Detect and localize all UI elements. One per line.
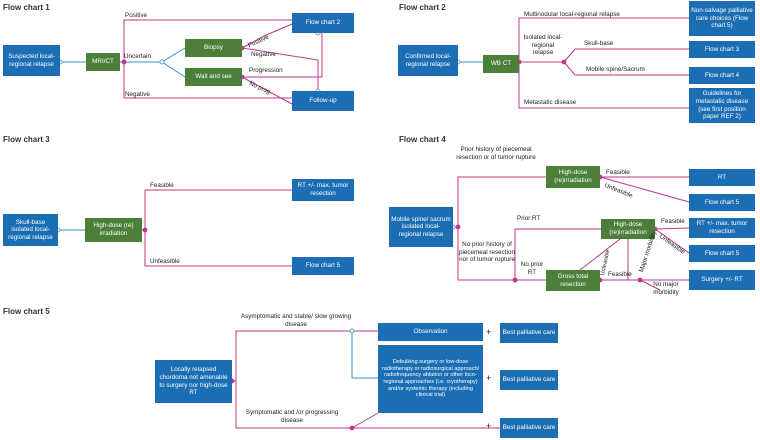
fc4-feasible-top-label: Feasible xyxy=(606,169,630,176)
best-palliative-care-box-2: Best palliative care xyxy=(500,370,558,390)
uncertain-label: Uncertain xyxy=(124,53,151,60)
mri-ct-box: MRI/CT xyxy=(86,53,120,71)
connector-line-33 xyxy=(351,331,378,379)
connector-line-19 xyxy=(144,230,292,267)
fc3-unfeasible-label: Unfeasible xyxy=(150,258,180,265)
fc2-flowchart3-box: Flow chart 3 xyxy=(689,41,755,58)
connector-line-26 xyxy=(654,228,690,254)
connector-line-6 xyxy=(161,61,186,78)
fc4-high-dose-mid-box: High-dose (re)irradiation xyxy=(601,219,655,239)
fc4-rt-resection-box: RT +/- max. tumor resection xyxy=(689,218,755,238)
connector-line-29 xyxy=(579,238,621,271)
plus-sign-2: + xyxy=(486,373,492,383)
mobile-spine-label: Mobile spine/Sacrum xyxy=(586,66,645,73)
progression-label: Progression xyxy=(249,67,283,74)
connector-node-4 xyxy=(121,59,127,65)
connector-line-3 xyxy=(123,62,292,99)
connector-line-12 xyxy=(518,17,689,62)
no-prior-rt-label: No prior RT xyxy=(520,261,544,276)
biopsy-negative-label: Negative xyxy=(251,51,276,58)
connector-line-20 xyxy=(453,176,546,228)
connector-node-22 xyxy=(512,277,518,283)
connector-line-9 xyxy=(242,33,323,78)
best-palliative-care-box-1: Best palliative care xyxy=(500,323,558,343)
multinodular-label: Multinodular local-regional relapse xyxy=(524,11,620,18)
best-palliative-care-box-3: Best palliative care xyxy=(500,418,558,438)
connector-line-7 xyxy=(241,23,293,49)
connector-line-10 xyxy=(241,76,293,105)
fc4-feasible-mid-label: Feasible xyxy=(661,218,685,225)
surgery-rt-box: Surgery +/- RT xyxy=(689,270,755,290)
symptomatic-label: Symptomatic and /or progressing disease xyxy=(245,409,339,424)
connector-line-15 xyxy=(563,48,689,63)
suspected-relapse-box: Suspected local-regional relapse xyxy=(3,45,60,76)
connector-line-25 xyxy=(654,227,690,230)
flowchart-4-title: Flow chart 4 xyxy=(399,135,446,144)
debulking-box: Debulking surgery or low-dose radiothera… xyxy=(378,345,483,413)
connector-line-18 xyxy=(142,189,292,231)
guidelines-box: Guidelines for metastatic disease (see f… xyxy=(689,88,755,123)
connector-line-13 xyxy=(518,62,689,109)
wb-ct-box: WB CT xyxy=(483,55,519,73)
followup-box: Follow-up xyxy=(292,91,354,111)
fc3-rt-resection-box: RT +/- max. tumor resection xyxy=(292,179,354,201)
skull-base-relapse-box: Skull-base isolated local-regional relap… xyxy=(3,214,58,246)
fc2-flowchart4-box: Flow chart 4 xyxy=(689,67,755,84)
biopsy-box: Biopsy xyxy=(185,39,242,57)
fc4-feasible-low-label: Feasible xyxy=(608,271,632,278)
asymptomatic-label: Asymptomatic and stable/ slow growing di… xyxy=(240,313,352,328)
skull-base-label: Skull-base xyxy=(584,40,614,47)
connector-line-34 xyxy=(351,412,379,429)
connector-node-19 xyxy=(142,227,148,233)
connector-node-21 xyxy=(455,224,461,230)
plus-sign-3: + xyxy=(486,421,492,431)
flowchart-3-title: Flow chart 3 xyxy=(3,135,50,144)
connector-node-33 xyxy=(349,328,355,334)
no-major-morbidity-label: No major morbidity xyxy=(653,281,679,296)
fc4-flowchart5-top-box: Flow chart 5 xyxy=(689,194,755,211)
nonsalvage-box: Non-salvage palliative care choices (Flo… xyxy=(689,1,755,36)
fc4-high-dose-top-box: High-dose (re)irradiation xyxy=(546,166,600,188)
fc3-flowchart5-box: Flow chart 5 xyxy=(292,257,354,275)
metastatic-label: Metastatic disease xyxy=(524,99,577,106)
plus-sign-1: + xyxy=(486,327,492,337)
flowchart-1-title: Flow chart 1 xyxy=(3,3,50,12)
connector-line-24 xyxy=(599,176,690,203)
connector-node-34 xyxy=(349,425,355,431)
fc4-rt-box: RT xyxy=(689,169,755,186)
prior-rt-label: Prior RT xyxy=(517,215,541,222)
gross-total-resection-box: Gross total resection xyxy=(546,270,600,291)
isolated-label: Isolated local-regional relapse xyxy=(523,34,563,57)
connector-line-8 xyxy=(241,47,319,91)
observation-box: Observation xyxy=(378,323,483,341)
connector-line-16 xyxy=(563,61,689,76)
connector-node-16 xyxy=(561,59,567,65)
negative-label: Negative xyxy=(125,91,150,98)
connector-node-6 xyxy=(159,59,165,65)
connector-line-31 xyxy=(232,330,378,382)
connector-line-32 xyxy=(235,381,500,429)
connector-line-5 xyxy=(161,47,186,63)
positive-label: Positive xyxy=(125,12,148,19)
prior-piecemeal-label: Prior history of piecemeal resection or … xyxy=(456,146,536,161)
connector-line-22 xyxy=(514,228,601,280)
locally-relapsed-box: Locally relapsed chordoma not amenable t… xyxy=(155,360,232,403)
mobile-spine-relapse-box: Mobile spine/ sacrum isolated local-regi… xyxy=(389,207,453,247)
confirmed-relapse-box: Confirmed local-regional relapse xyxy=(398,45,458,76)
connector-line-30 xyxy=(639,279,661,291)
wait-and-see-box: Wait and see xyxy=(185,68,242,86)
fc3-high-dose-box: High-dose (re) irradiation xyxy=(85,218,142,242)
flowchart-5-title: Flow chart 5 xyxy=(3,307,50,316)
fc1-flowchart2-box: Flow chart 2 xyxy=(292,13,354,33)
no-prior-history-label: No prior history of piecemeal resection … xyxy=(458,241,515,264)
fc4-flowchart5-mid-box: Flow chart 5 xyxy=(689,245,755,262)
fc3-feasible-label: Feasible xyxy=(150,182,174,189)
flowchart-2-title: Flow chart 2 xyxy=(399,3,446,12)
